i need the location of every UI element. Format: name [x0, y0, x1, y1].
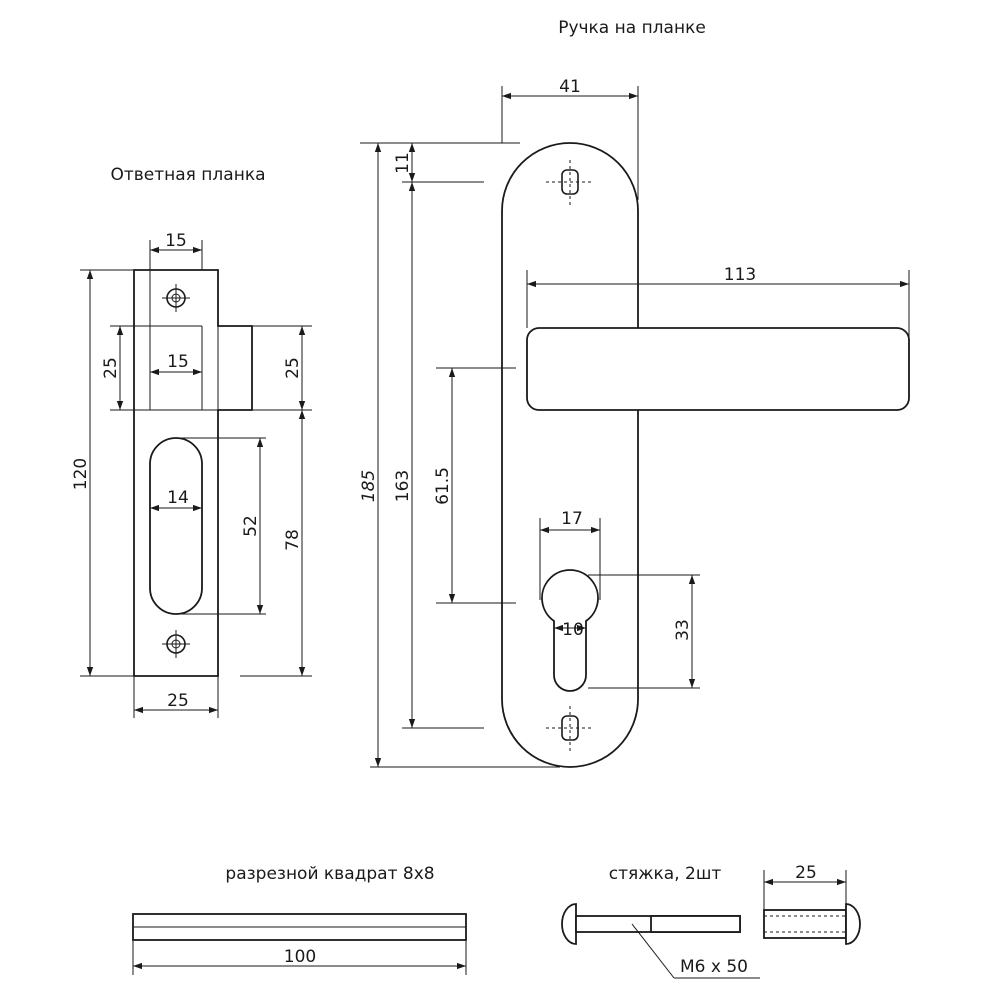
dim-label: 163	[393, 470, 413, 502]
dim-strike-slot-width: 14	[150, 488, 202, 512]
spindle: 100	[132, 913, 467, 975]
dim-label: 11	[393, 152, 413, 174]
dim-label: 185	[359, 470, 379, 502]
dim-handle-cylinder-inner: 10	[554, 620, 586, 640]
handle-screw-hole-top	[546, 160, 594, 206]
dim-strike-notch-right: 25	[252, 325, 312, 411]
screw-thread	[650, 915, 741, 933]
dim-strike-inner-width: 15	[150, 326, 203, 410]
dim-label: 41	[559, 77, 581, 97]
dim-label: 25	[283, 357, 303, 379]
dim-label: 25	[795, 863, 817, 883]
spindle-title: разрезной квадрат 8x8	[225, 864, 434, 884]
dim-strike-total-width: 25	[133, 676, 219, 718]
dim-handle-hole-offset: 11	[360, 142, 520, 183]
handle-on-plate: 41 11 113 185 163	[359, 77, 910, 768]
strike-slot	[149, 437, 203, 615]
handle-screw-hole-bottom	[546, 706, 594, 752]
dim-label: 61.5	[433, 467, 453, 505]
dim-handle-cylinder-width: 17	[539, 509, 601, 600]
dim-strike-slot-height: 52	[176, 437, 266, 615]
dim-handle-cylinder-height: 33	[588, 574, 700, 689]
screw-assembly: M6 x 50 25	[561, 863, 861, 979]
handle-lever	[526, 327, 910, 411]
dim-spindle-length: 100	[132, 940, 467, 975]
screw-head	[561, 903, 577, 945]
dim-label: 15	[165, 231, 187, 251]
screw-leader	[631, 923, 675, 979]
dim-strike-total-height: 120	[71, 269, 134, 677]
dim-label: 100	[284, 947, 316, 967]
dim-label: 14	[167, 488, 189, 508]
dim-sleeve-length: 25	[763, 863, 847, 910]
dim-label: 78	[283, 529, 303, 551]
dim-handle-hole-spacing: 163	[393, 182, 484, 729]
dim-strike-notch-height: 25	[101, 325, 218, 411]
dim-label: 52	[241, 515, 261, 537]
dim-strike-lower-height: 78	[240, 410, 312, 677]
dim-label: 120	[71, 458, 91, 490]
dim-label: 10	[562, 620, 584, 640]
dim-handle-lever-length: 113	[526, 265, 910, 400]
dim-handle-plate-height: 185	[359, 143, 560, 768]
screw-sleeve	[763, 903, 861, 945]
dim-label: 33	[673, 619, 693, 641]
dim-handle-plate-width: 41	[501, 77, 639, 200]
dim-label: 113	[724, 265, 756, 285]
screw-size-label: M6 x 50	[680, 957, 748, 977]
dim-handle-center-distance: 61.5	[433, 367, 516, 604]
dim-label: 15	[167, 352, 189, 372]
strike-title: Ответная планка	[110, 165, 265, 185]
dim-strike-top-width: 15	[149, 231, 203, 410]
handle-title: Ручка на планке	[558, 18, 706, 38]
handle-backplate	[501, 142, 639, 768]
screws-title: стяжка, 2шт	[609, 864, 722, 884]
strike-screw-hole-bottom	[162, 630, 190, 658]
dim-label: 25	[101, 357, 121, 379]
dim-label: 25	[167, 691, 189, 711]
dim-label: 17	[561, 509, 583, 529]
strike-screw-hole-top	[162, 284, 190, 312]
strike-plate: 15 25 15 25 120	[71, 231, 312, 718]
